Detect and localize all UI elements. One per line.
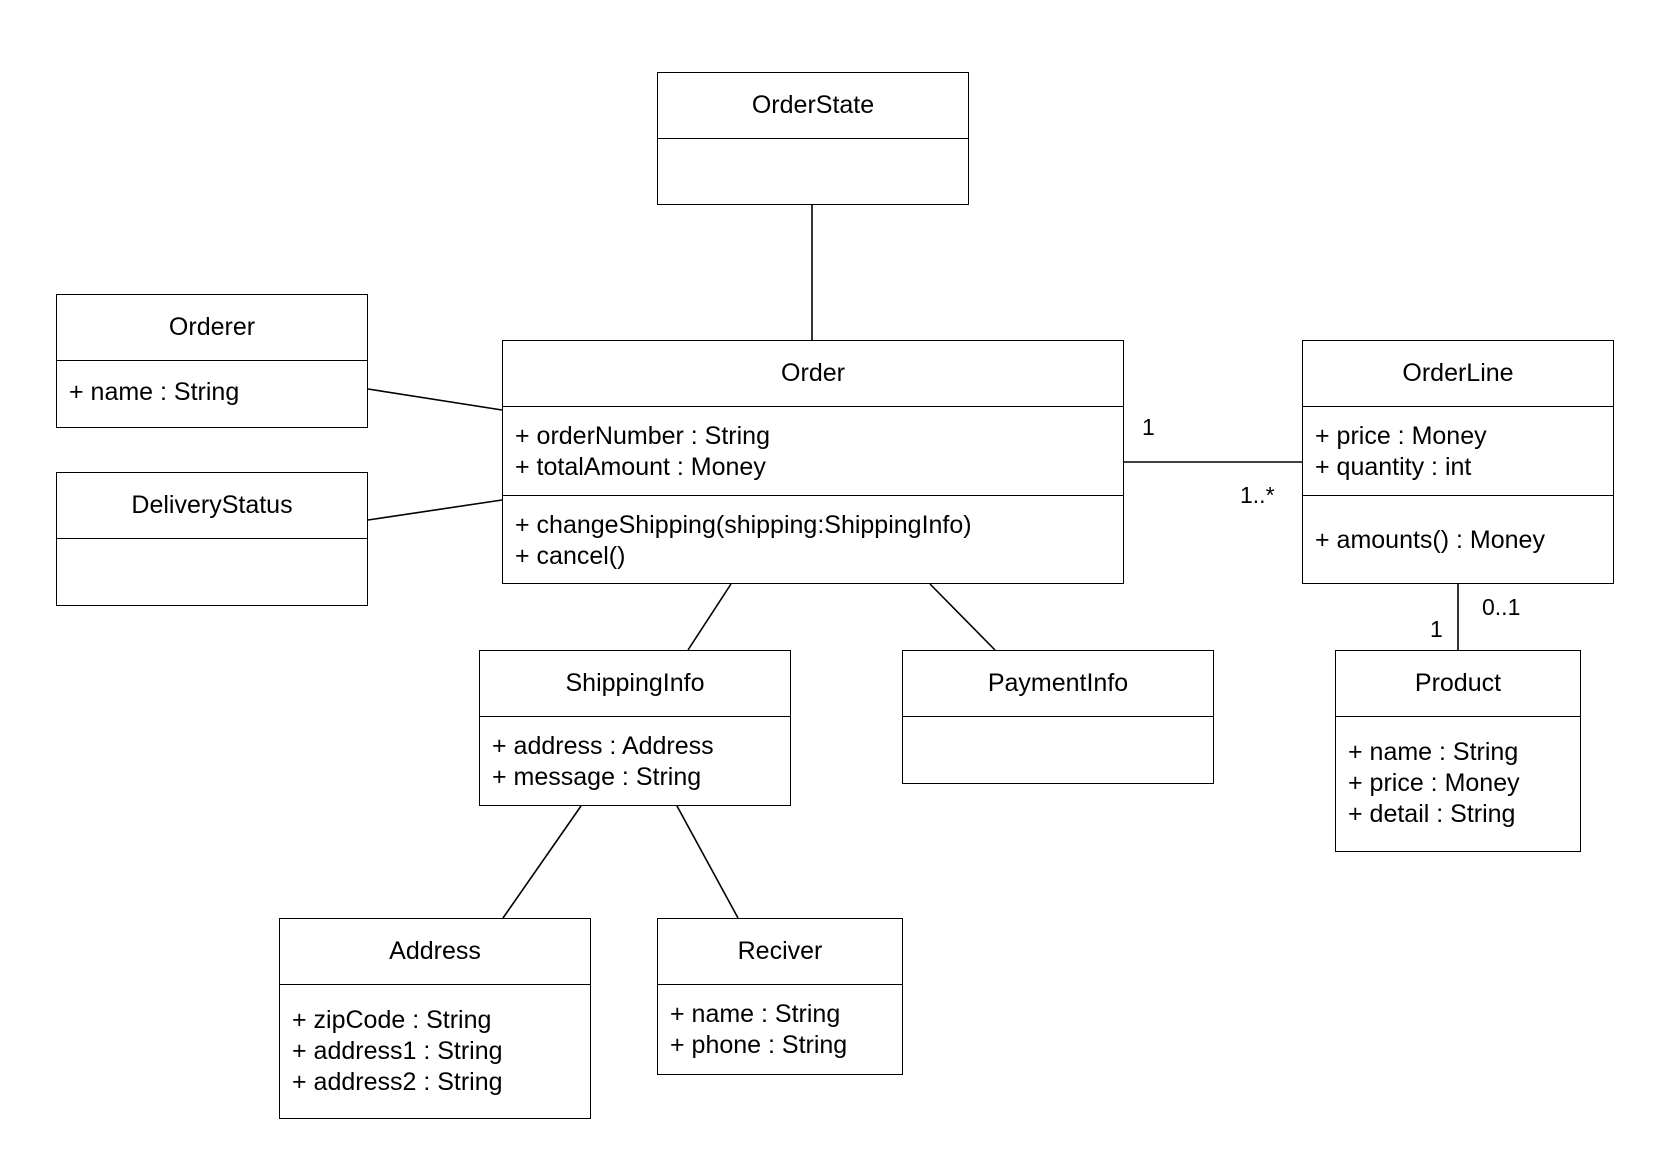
multiplicity-orderline-product-side: 0..1 (1482, 594, 1521, 620)
attribute-section: + name : String (57, 361, 367, 408)
attribute-section (57, 539, 367, 553)
attribute: + zipCode : String (292, 1006, 492, 1034)
operation-section: + changeShipping(shipping:ShippingInfo) … (503, 496, 1123, 572)
operation: + amounts() : Money (1315, 526, 1545, 554)
assoc-order-shippinginfo (687, 583, 732, 651)
assoc-order-orderer (367, 388, 503, 411)
operation-section: + amounts() : Money (1303, 496, 1613, 556)
class-name: Orderer (57, 295, 367, 361)
attribute: + price : Money (1315, 422, 1487, 450)
class-product[interactable]: Product + name : String + price : Money … (1335, 650, 1581, 852)
class-name: OrderLine (1303, 341, 1613, 407)
attribute: + message : String (492, 763, 702, 791)
attribute-section: + name : String + phone : String (658, 985, 902, 1061)
class-deliverystatus[interactable]: DeliveryStatus (56, 472, 368, 606)
attribute: + totalAmount : Money (515, 453, 766, 481)
class-address[interactable]: Address + zipCode : String + address1 : … (279, 918, 591, 1119)
class-name: Product (1336, 651, 1580, 717)
class-name: ShippingInfo (480, 651, 790, 717)
multiplicity-orderline-side: 1..* (1240, 482, 1275, 508)
assoc-order-deliverystatus (367, 499, 503, 521)
class-name: PaymentInfo (903, 651, 1213, 717)
assoc-order-paymentinfo (929, 583, 996, 651)
attribute-section: + price : Money + quantity : int (1303, 407, 1613, 496)
operation: + changeShipping(shipping:ShippingInfo) (515, 511, 972, 539)
class-name: OrderState (658, 73, 968, 139)
attribute-section: + name : String + price : Money + detail… (1336, 717, 1580, 830)
class-orderer[interactable]: Orderer + name : String (56, 294, 368, 428)
attribute-section (658, 139, 968, 153)
class-orderline[interactable]: OrderLine + price : Money + quantity : i… (1302, 340, 1614, 584)
operation: + cancel() (515, 542, 626, 570)
class-order[interactable]: Order + orderNumber : String + totalAmou… (502, 340, 1124, 584)
class-orderstate[interactable]: OrderState (657, 72, 969, 205)
class-receiver[interactable]: Reciver + name : String + phone : String (657, 918, 903, 1075)
class-shippinginfo[interactable]: ShippingInfo + address : Address + messa… (479, 650, 791, 806)
class-paymentinfo[interactable]: PaymentInfo (902, 650, 1214, 784)
class-name: Order (503, 341, 1123, 407)
attribute: + address1 : String (292, 1037, 503, 1065)
attribute-section: + address : Address + message : String (480, 717, 790, 793)
class-name: Address (280, 919, 590, 985)
attribute-section: + zipCode : String + address1 : String +… (280, 985, 590, 1098)
class-name: Reciver (658, 919, 902, 985)
attribute-section: + orderNumber : String + totalAmount : M… (503, 407, 1123, 496)
attribute: + quantity : int (1315, 453, 1472, 481)
attribute: + price : Money (1348, 769, 1520, 797)
attribute: + address : Address (492, 732, 714, 760)
attribute: + detail : String (1348, 800, 1516, 828)
attribute: + phone : String (670, 1031, 848, 1059)
assoc-shippinginfo-address (502, 805, 582, 919)
class-name: DeliveryStatus (57, 473, 367, 539)
multiplicity-product-side: 1 (1430, 616, 1443, 642)
multiplicity-order-side: 1 (1142, 414, 1155, 440)
attribute: + address2 : String (292, 1068, 503, 1096)
attribute: + name : String (69, 378, 240, 406)
attribute: + orderNumber : String (515, 422, 770, 450)
attribute-section (903, 717, 1213, 731)
attribute: + name : String (670, 1000, 841, 1028)
attribute: + name : String (1348, 738, 1519, 766)
assoc-shippinginfo-receiver (676, 805, 739, 919)
